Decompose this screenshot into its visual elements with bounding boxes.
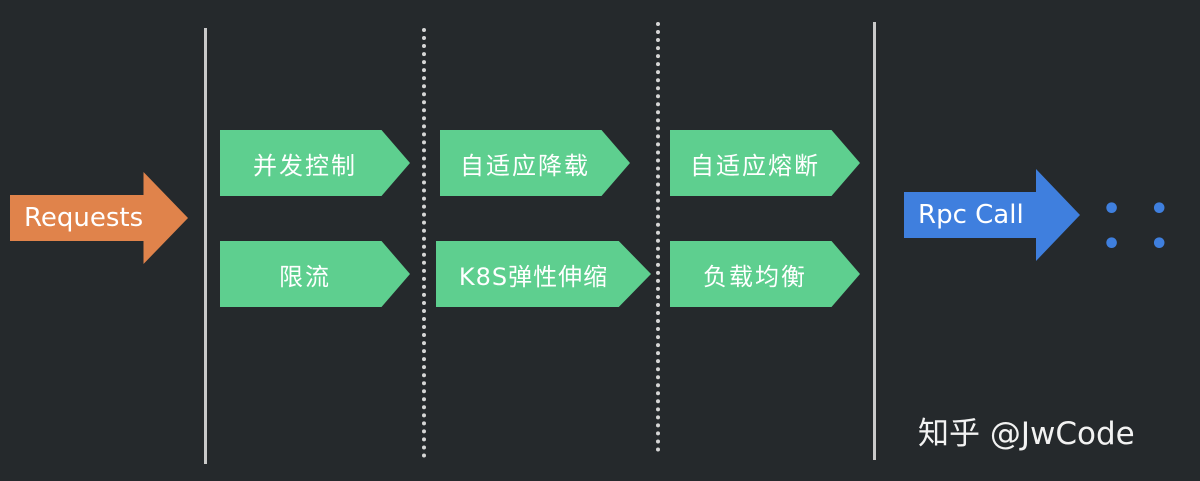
stage-k8s-autoscaling: K8S弹性伸缩 (436, 241, 651, 307)
continuation-dots: • • • • (1102, 192, 1178, 262)
left-boundary-line (204, 28, 207, 464)
stage-concurrency-control: 并发控制 (220, 130, 410, 196)
dotted-divider-1 (422, 28, 426, 458)
requests-arrow: Requests (10, 172, 188, 264)
stage-label: K8S弹性伸缩 (458, 262, 609, 291)
stage-adaptive-circuit-breaker: 自适应熔断 (670, 130, 860, 196)
watermark: 知乎 @JwCode (918, 416, 1135, 452)
stage-rate-limiting: 限流 (220, 241, 410, 307)
stage-label: 并发控制 (253, 151, 357, 180)
dotted-divider-2 (656, 22, 660, 452)
rpc-call-label: Rpc Call (918, 200, 1024, 230)
stage-label: 自适应降载 (460, 151, 590, 180)
stage-load-balancing: 负载均衡 (670, 241, 860, 307)
rpc-call-arrow: Rpc Call (904, 169, 1080, 261)
stage-adaptive-load-shedding: 自适应降载 (440, 130, 630, 196)
right-boundary-line (873, 22, 876, 460)
stage-label: 负载均衡 (703, 262, 807, 291)
requests-label: Requests (24, 203, 144, 233)
stage-label: 自适应熔断 (690, 151, 820, 180)
stage-label: 限流 (279, 262, 331, 291)
